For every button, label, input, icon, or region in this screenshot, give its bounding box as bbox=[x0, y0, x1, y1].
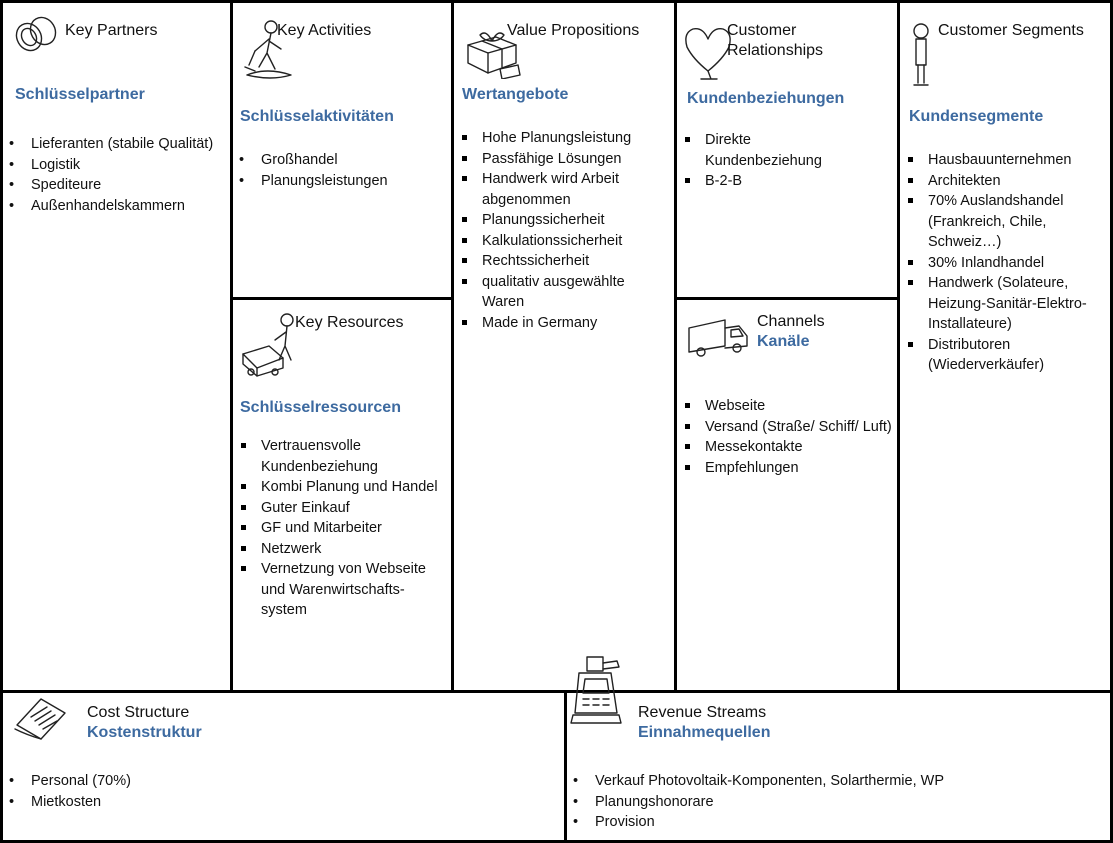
channels-list: Webseite Versand (Straße/ Schiff/ Luft) … bbox=[679, 396, 894, 478]
value-propositions-block: Value Propositions Wertangebote Hohe Pla… bbox=[451, 0, 677, 693]
cost-structure-block: Cost Structure Kostenstruktur Personal (… bbox=[0, 690, 567, 843]
list-item: Logistik bbox=[5, 155, 220, 176]
customer-segments-subtitle: Kundensegmente bbox=[909, 108, 1044, 125]
list-item: Guter Einkauf bbox=[235, 498, 440, 519]
list-item: Verkauf Photovoltaik-Komponenten, Solart… bbox=[569, 771, 1089, 792]
list-item: Hohe Planungsleistung bbox=[456, 128, 661, 149]
list-item: Spediteure bbox=[5, 175, 220, 196]
list-item: Direkte Kundenbeziehung bbox=[679, 130, 849, 171]
list-item: Außenhandelskammern bbox=[5, 196, 220, 217]
list-item: B-2-B bbox=[679, 171, 849, 192]
cash-register-icon bbox=[570, 656, 622, 724]
key-partners-title: Key Partners bbox=[65, 22, 158, 39]
gift-package-icon bbox=[467, 32, 521, 79]
list-item: Rechtssicherheit bbox=[456, 251, 661, 272]
customer-segments-title: Customer Segments bbox=[938, 22, 1084, 39]
customer-relationships-list: Direkte Kundenbeziehung B-2-B bbox=[679, 130, 849, 192]
list-item: Kalkulationssicherheit bbox=[456, 231, 661, 252]
list-item: Vernetzung von Webseite und Warenwirtsch… bbox=[235, 559, 440, 621]
list-item: Großhandel bbox=[235, 150, 440, 171]
key-resources-block: Key Resources Schlüsselressourcen Vertra… bbox=[230, 297, 454, 693]
list-item: Messekontakte bbox=[679, 437, 894, 458]
list-item: Mietkosten bbox=[5, 792, 305, 813]
list-item: Planungssicherheit bbox=[456, 210, 661, 231]
worker-shoveling-icon bbox=[244, 20, 292, 79]
key-activities-block: Key Activities Schlüsselaktivitäten Groß… bbox=[230, 0, 454, 300]
customer-segments-list: Hausbauunternehmen Architekten 70% Ausla… bbox=[902, 150, 1113, 376]
list-item: 30% Inlandhandel bbox=[902, 253, 1113, 274]
revenue-streams-subtitle: Einnahmequellen bbox=[638, 724, 771, 741]
customer-relationships-title-text: Customer Relationships bbox=[727, 22, 824, 59]
list-item: Versand (Straße/ Schiff/ Luft) bbox=[679, 417, 894, 438]
cost-structure-title: Cost Structure bbox=[87, 704, 190, 721]
customer-segments-block: Customer Segments Kundensegmente Hausbau… bbox=[897, 0, 1113, 693]
receipt-document-icon bbox=[14, 698, 66, 740]
delivery-truck-icon bbox=[688, 319, 748, 357]
key-partners-subtitle: Schlüsselpartner bbox=[15, 86, 145, 103]
list-item: qualitativ ausgewählte Waren bbox=[456, 272, 661, 313]
list-item: Vertrauensvolle Kundenbeziehung bbox=[235, 436, 440, 477]
person-icon bbox=[913, 23, 929, 86]
list-item: Architekten bbox=[902, 171, 1113, 192]
value-propositions-list: Hohe Planungsleistung Passfähige Lösunge… bbox=[456, 128, 661, 333]
list-item: Personal (70%) bbox=[5, 771, 305, 792]
list-item: Passfähige Lösungen bbox=[456, 149, 661, 170]
list-item: Planungsleistungen bbox=[235, 171, 440, 192]
worker-with-machine-icon bbox=[242, 313, 294, 377]
revenue-streams-block: Revenue Streams Einnahmequellen Verkauf … bbox=[564, 656, 1113, 843]
revenue-streams-list: Verkauf Photovoltaik-Komponenten, Solart… bbox=[569, 771, 1089, 833]
value-propositions-title: Value Propositions bbox=[507, 22, 640, 39]
cost-structure-list: Personal (70%) Mietkosten bbox=[5, 771, 305, 812]
list-item: Webseite bbox=[679, 396, 894, 417]
list-item: Netzwerk bbox=[235, 539, 440, 560]
list-item: Distributoren (Wiederverkäufer) bbox=[902, 335, 1113, 376]
key-resources-list: Vertrauensvolle Kundenbeziehung Kombi Pl… bbox=[235, 436, 440, 621]
channels-subtitle: Kanäle bbox=[757, 333, 810, 350]
list-item: Planungshonorare bbox=[569, 792, 1089, 813]
key-partners-list: Lieferanten (stabile Qualität) Logistik … bbox=[5, 134, 220, 216]
value-propositions-subtitle: Wertangebote bbox=[462, 86, 569, 103]
list-item: Hausbauunternehmen bbox=[902, 150, 1113, 171]
key-activities-list: Großhandel Planungsleistungen bbox=[235, 150, 440, 191]
list-item: Handwerk wird Arbeit abgenommen bbox=[456, 169, 661, 210]
list-item: Empfehlungen bbox=[679, 458, 894, 479]
key-resources-title: Key Resources bbox=[295, 314, 404, 331]
list-item: Lieferanten (stabile Qualität) bbox=[5, 134, 220, 155]
chain-links-icon bbox=[15, 16, 57, 52]
cost-structure-subtitle: Kostenstruktur bbox=[87, 724, 202, 741]
list-item: GF und Mitarbeiter bbox=[235, 518, 440, 539]
customer-relationships-block: Customer Relationships Kundenbeziehungen… bbox=[674, 0, 900, 300]
key-resources-subtitle: Schlüsselressourcen bbox=[240, 399, 401, 416]
customer-relationships-subtitle: Kundenbeziehungen bbox=[687, 90, 845, 107]
key-activities-title: Key Activities bbox=[277, 22, 372, 39]
list-item: 70% Auslandshandel (Frankreich, Chile, S… bbox=[902, 191, 1113, 253]
list-item: Made in Germany bbox=[456, 313, 661, 334]
heart-icon bbox=[685, 28, 731, 80]
list-item: Kombi Planung und Handel bbox=[235, 477, 440, 498]
channels-title: Channels bbox=[757, 313, 825, 330]
key-activities-subtitle: Schlüsselaktivitäten bbox=[240, 108, 394, 125]
list-item: Handwerk (Solateure, Heizung-Sanitär-Ele… bbox=[902, 273, 1113, 335]
key-partners-block: Key Partners Schlüsselpartner Lieferante… bbox=[0, 0, 233, 693]
customer-relationships-title: Customer Relationships bbox=[727, 21, 827, 61]
list-item: Provision bbox=[569, 812, 1089, 833]
channels-block: Channels Kanäle Webseite Versand (Straße… bbox=[674, 297, 900, 693]
revenue-streams-title: Revenue Streams bbox=[638, 704, 767, 721]
